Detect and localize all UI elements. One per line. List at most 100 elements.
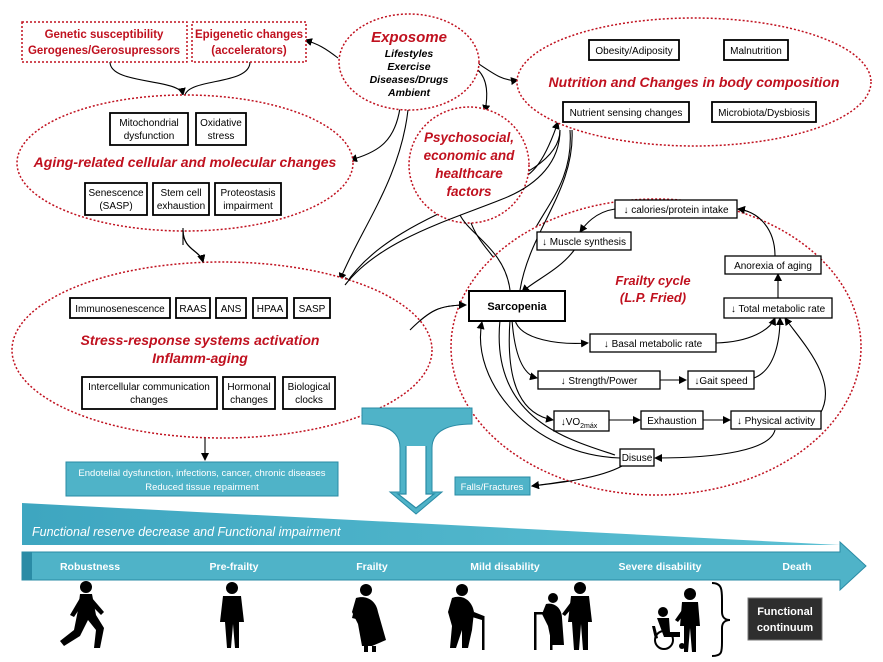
falls-label: Falls/Fractures: [461, 482, 524, 493]
falls-box: [454, 476, 531, 496]
stage-severe-disability: Severe disability: [619, 561, 702, 573]
silhouette-standing-man-icon: [220, 582, 244, 648]
functional-continuum-line1: Functional: [757, 606, 813, 618]
prot-box: [214, 182, 282, 216]
sen-line2: (SASP): [99, 201, 132, 212]
silhouette-man-with-cane-icon: [448, 584, 485, 650]
malnutrition-label: Malnutrition: [730, 46, 782, 57]
epigenetic-line2: (accelerators): [211, 45, 287, 57]
stem-line2: exhaustion: [157, 201, 205, 212]
sarcopenia-box: [468, 290, 566, 322]
psychosocial-line2: economic and: [424, 148, 516, 163]
obesity-label: Obesity/Adiposity: [595, 46, 672, 57]
inter-line2: changes: [130, 395, 168, 406]
exposome-title: Exposome: [371, 29, 447, 46]
psychosocial-line1: Psychosocial,: [424, 130, 514, 145]
inter-box: [81, 376, 218, 410]
vo2-main: ↓VO: [561, 417, 581, 428]
cellular-title: Aging-related cellular and molecular cha…: [33, 154, 337, 170]
strength-box: [537, 370, 661, 390]
exposome-item-2: Exercise: [387, 61, 430, 73]
physical-box: [730, 410, 822, 430]
genetic-line1: Genetic susceptibility: [45, 29, 164, 41]
frailty-title-2: (L.P. Fried): [620, 290, 686, 305]
ans-label: ANS: [221, 304, 242, 315]
sasp-label: SASP: [299, 304, 326, 315]
prot-line1: Proteostasis: [220, 188, 275, 199]
stem-line1: Stem cell: [160, 188, 201, 199]
arrow-epigenetic-to-cellular: [184, 61, 251, 96]
sarcopenia-label: Sarcopenia: [487, 301, 547, 313]
oxid-box: [195, 112, 247, 146]
exposome-item-4: Ambient: [387, 87, 431, 99]
psychosocial-line4: factors: [446, 184, 492, 199]
bio-box: [282, 376, 336, 410]
exposome-ellipse: [338, 13, 480, 111]
genetic-box: [21, 21, 188, 63]
inter-line1: Intercellular communication: [88, 382, 210, 393]
muscle-label: ↓ Muscle synthesis: [542, 237, 626, 248]
total-metabolic-label: ↓ Total metabolic rate: [731, 304, 826, 315]
stage-death: Death: [782, 561, 811, 573]
functional-reserve-label: Functional reserve decrease and Function…: [32, 525, 341, 539]
raas-box: [175, 297, 211, 319]
central-down-arrow: [361, 407, 473, 515]
mito-line2: dysfunction: [124, 131, 175, 142]
stages-arrow-edge: [22, 552, 32, 580]
disuse-box: [619, 448, 655, 467]
exhaustion-label: Exhaustion: [647, 416, 696, 427]
functional-continuum-box: [747, 597, 823, 641]
functional-reserve-wedge: [22, 503, 840, 545]
endothelial-box: [65, 461, 339, 497]
basal-metabolic-label: ↓ Basal metabolic rate: [604, 339, 703, 350]
gait-box: [687, 370, 755, 390]
frailty-title-1: Frailty cycle: [615, 273, 690, 288]
silhouette-runner-icon: [60, 581, 104, 648]
sen-box: [84, 182, 148, 216]
total-metabolic-box: [723, 297, 833, 319]
nutrition-title: Nutrition and Changes in body compositio…: [549, 74, 840, 90]
immuno-label: Immunosenescence: [75, 304, 165, 315]
nutrient-box: [562, 101, 690, 123]
raas-label: RAAS: [179, 304, 207, 315]
anorexia-label: Anorexia of aging: [734, 261, 812, 272]
horm-line2: changes: [230, 395, 268, 406]
vo2-box: [553, 410, 610, 432]
disuse-label: Disuse: [622, 453, 653, 464]
microbiota-box: [711, 101, 817, 123]
immuno-box: [69, 297, 171, 319]
anorexia-box: [724, 255, 822, 275]
arrow-exposome-to-psychosocial: [477, 69, 491, 113]
silhouette-walker-assist-icon: [534, 582, 592, 650]
arrow-exposome-to-epigenetic: [304, 38, 339, 59]
psychosocial-ellipse: [408, 106, 530, 224]
arrow-genetic-to-cellular: [109, 61, 186, 96]
physical-label: ↓ Physical activity: [737, 416, 815, 427]
strength-label: ↓ Strength/Power: [561, 376, 638, 387]
arrow-exposome-to-nutrition: [475, 61, 519, 86]
muscle-box: [536, 231, 632, 251]
psychosocial-line3: healthcare: [435, 166, 503, 181]
continuum-brace: [711, 582, 731, 657]
malnutrition-box: [723, 39, 789, 61]
ellipse-connectors: [182, 228, 206, 263]
mito-line1: Mitochondrial: [119, 118, 178, 129]
frailty-connectors: [344, 129, 826, 462]
silhouette-elderly-woman-icon: [352, 584, 386, 652]
hpaa-label: HPAA: [257, 304, 284, 315]
vo2-sub: 2máx: [580, 423, 598, 430]
stage-frailty: Frailty: [356, 561, 388, 573]
basal-metabolic-box: [589, 333, 717, 353]
mito-box: [109, 112, 189, 146]
horm-line1: Hormonal: [227, 382, 270, 393]
stage-robustness: Robustness: [60, 561, 120, 573]
arrow-exposome-to-stress: [338, 109, 409, 281]
stress-title-1: Stress-response systems activation: [81, 332, 320, 348]
exposome-item-3: Diseases/Drugs: [370, 74, 449, 86]
epigenetic-box: [191, 21, 307, 63]
stem-box: [152, 182, 210, 216]
arrow-exposome-to-cellular: [349, 107, 401, 163]
exposome-item-1: Lifestyles: [385, 48, 434, 60]
microbiota-label: Microbiota/Dysbiosis: [718, 108, 810, 119]
